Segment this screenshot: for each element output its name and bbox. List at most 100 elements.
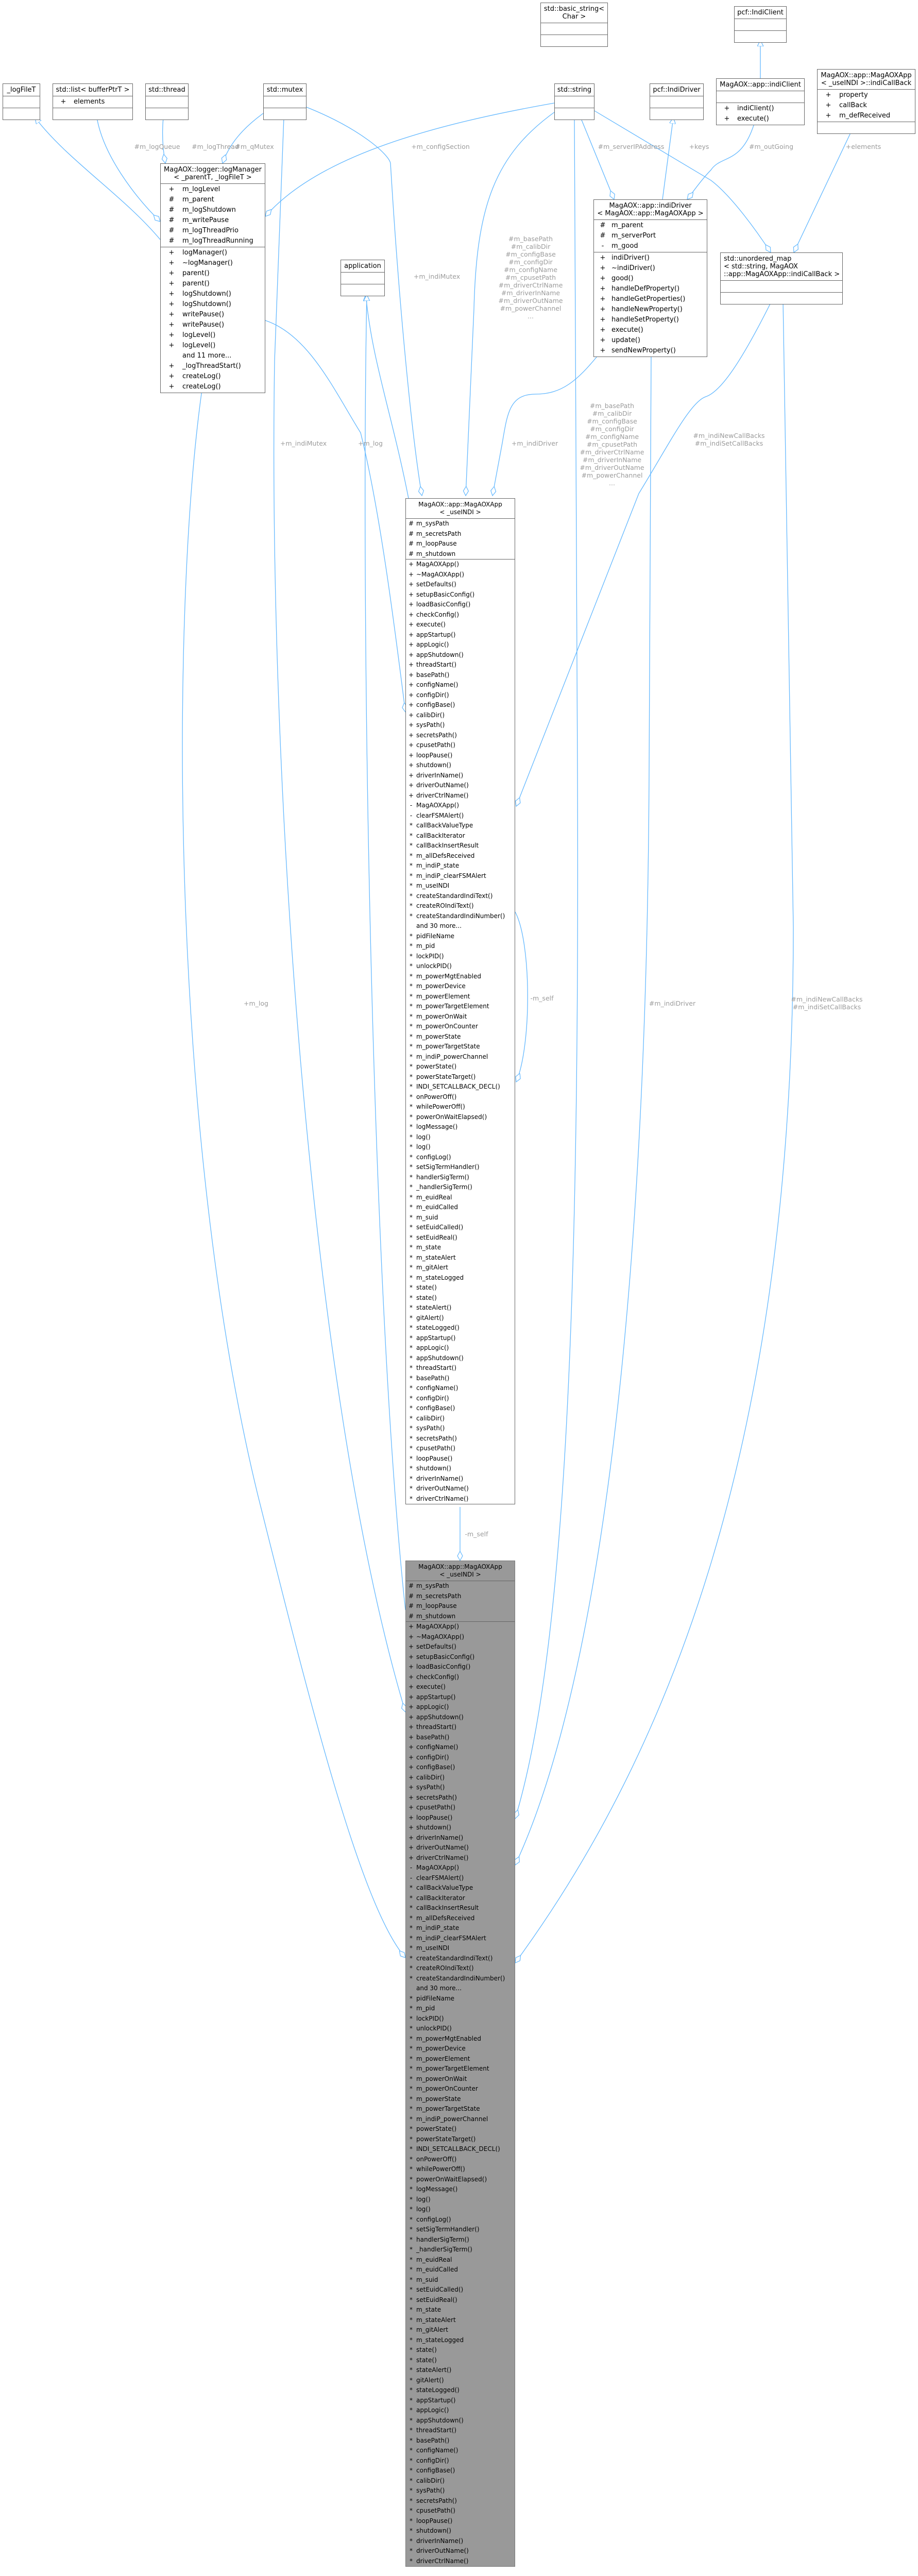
member-name: logShutdown() <box>182 300 231 308</box>
member-name: shutdown() <box>416 761 451 769</box>
visibility-marker: * <box>410 842 413 849</box>
class-box-application[interactable]: application <box>341 260 385 296</box>
visibility-marker: + <box>408 621 414 628</box>
member-name: m_useINDI <box>416 1944 450 1952</box>
class-box-std-thread[interactable]: std::thread <box>145 83 189 120</box>
operations-compartment: +MagAOXApp()+~MagAOXApp()+setDefaults()+… <box>406 1622 515 2566</box>
member-name: setEuidReal() <box>416 2296 457 2303</box>
operation-row: *configLog() <box>406 2215 515 2225</box>
visibility-marker: * <box>410 1224 413 1231</box>
visibility-marker: # <box>600 232 606 240</box>
visibility-marker: * <box>410 2557 413 2565</box>
operations-compartment: +indiClient()+execute() <box>717 103 804 125</box>
operations-compartment <box>818 122 915 133</box>
member-name: m_powerElement <box>416 2055 470 2062</box>
member-name: appShutdown() <box>416 2416 464 2424</box>
operation-row: +driverOutName() <box>406 1843 515 1853</box>
member-name: m_suid <box>416 1213 438 1221</box>
operation-row: *configName() <box>406 1383 515 1394</box>
class-box-std-basic-string[interactable]: std::basic_string< Char > <box>540 3 608 47</box>
class-box-logfilet[interactable]: _logFileT <box>3 83 40 120</box>
attribute-row: #m_shutdown <box>406 1612 515 1622</box>
class-box-pcf-indiclient[interactable]: pcf::IndiClient <box>734 6 787 43</box>
member-name: handleGetProperties() <box>611 295 686 303</box>
member-name: gitAlert() <box>416 2376 444 2384</box>
operation-row: *m_euidCalled <box>406 2265 515 2275</box>
class-box-magaoxapp-focus[interactable]: MagAOX::app::MagAOXApp < _useINDI >#m_sy… <box>405 1561 515 2567</box>
operation-row: *m_allDefsReceived <box>406 851 515 861</box>
class-box-std-string[interactable]: std::string <box>554 83 594 120</box>
member-name: configBase() <box>416 1764 455 1771</box>
member-name: log() <box>416 1143 431 1150</box>
operation-row: *driverInName() <box>406 2536 515 2547</box>
member-name: m_euidReal <box>416 1193 452 1201</box>
class-box-std-mutex[interactable]: std::mutex <box>263 83 307 120</box>
member-name: execute() <box>611 326 643 334</box>
operation-row: *m_indiP_powerChannel <box>406 1052 515 1062</box>
class-box-indidriver[interactable]: MagAOX::app::indiDriver < MagAOX::app::M… <box>593 199 707 357</box>
member-name: m_state <box>416 2306 441 2313</box>
visibility-marker: * <box>410 1475 413 1482</box>
member-name: sysPath() <box>416 1425 445 1432</box>
operation-row: *unlockPID() <box>406 961 515 972</box>
operation-row: +driverCtrlName() <box>406 791 515 801</box>
visibility-marker: + <box>168 280 175 287</box>
operation-row: +execute() <box>594 325 707 335</box>
visibility-marker: - <box>410 1874 413 1882</box>
attributes-compartment: #m_parent#m_serverPort-m_good <box>594 220 707 252</box>
member-name: shutdown() <box>416 1465 451 1472</box>
member-name: logLevel() <box>182 342 216 349</box>
operation-row: *stateLogged() <box>406 2385 515 2396</box>
member-name: driverInName() <box>416 1834 464 1841</box>
class-box-indicallback[interactable]: MagAOX::app::MagAOXApp < _useINDI >::ind… <box>817 69 915 134</box>
operation-row: -clearFSMAlert() <box>406 811 515 821</box>
class-box-indiclient[interactable]: MagAOX::app::indiClient+indiClient()+exe… <box>716 78 805 125</box>
attribute-row: #m_sysPath <box>406 519 515 529</box>
operation-row: *createROIndiText() <box>406 901 515 911</box>
class-box-magaoxapp[interactable]: MagAOX::app::MagAOXApp < _useINDI >#m_sy… <box>405 498 515 1504</box>
visibility-marker: * <box>410 2246 413 2253</box>
member-name: state() <box>416 1284 437 1291</box>
member-name: configBase() <box>416 701 455 708</box>
visibility-marker: * <box>410 2045 413 2052</box>
member-name: MagAOXApp() <box>416 802 460 809</box>
visibility-marker: + <box>408 1753 414 1761</box>
visibility-marker: * <box>410 2366 413 2374</box>
visibility-marker: + <box>408 1673 414 1681</box>
operation-row: *cpusetPath() <box>406 1444 515 1454</box>
visibility-marker: * <box>410 862 413 869</box>
visibility-marker: * <box>410 2165 413 2173</box>
attribute-row: #m_loopPause <box>406 1601 515 1612</box>
class-box-std-list[interactable]: std::list< bufferPtrT >+elements <box>53 83 133 120</box>
visibility-marker: + <box>168 259 175 267</box>
visibility-marker: * <box>410 2195 413 2203</box>
member-name: ~indiDriver() <box>611 264 655 272</box>
class-title: pcf::IndiDriver <box>650 84 703 96</box>
member-name: threadStart() <box>416 661 457 668</box>
visibility-marker: + <box>600 306 606 313</box>
attributes-compartment <box>3 96 40 108</box>
operation-row: *onPowerOff() <box>406 2155 515 2165</box>
operation-row: *threadStart() <box>406 2426 515 2436</box>
operation-row: *loopPause() <box>406 1454 515 1464</box>
class-box-pcf-indidriver[interactable]: pcf::IndiDriver <box>650 83 704 120</box>
operation-row: +secretsPath() <box>406 1793 515 1803</box>
operation-row: *basePath() <box>406 2436 515 2446</box>
operation-row: *m_powerTargetElement <box>406 2064 515 2074</box>
operation-row: *m_gitAlert <box>406 1263 515 1273</box>
visibility-marker: # <box>408 1612 414 1620</box>
visibility-marker: * <box>410 902 413 909</box>
member-name: lockPID() <box>416 952 444 960</box>
operation-row: *m_gitAlert <box>406 2325 515 2335</box>
operation-row: *m_suid <box>406 1213 515 1223</box>
operation-row: *createStandardIndiNumber() <box>406 1974 515 1984</box>
member-name: powerState() <box>416 2125 457 2132</box>
operation-row: *m_euidCalled <box>406 1202 515 1213</box>
member-name: onPowerOff() <box>416 1093 457 1100</box>
visibility-marker: * <box>410 2175 413 2183</box>
class-box-unordered-map[interactable]: std::unordered_map < std::string, MagAOX… <box>720 252 843 304</box>
visibility-marker: + <box>168 342 175 349</box>
visibility-marker: + <box>408 711 414 719</box>
class-box-logmanager[interactable]: MagAOX::logger::logManager < _parentT, _… <box>160 163 265 393</box>
visibility-marker: * <box>410 1053 413 1060</box>
